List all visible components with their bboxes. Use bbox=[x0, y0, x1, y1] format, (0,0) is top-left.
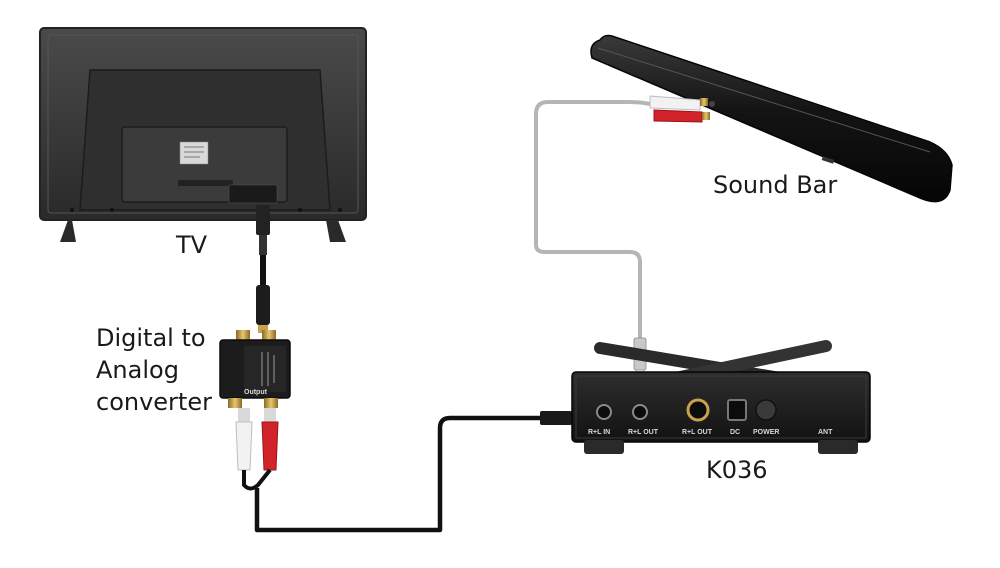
tv-device bbox=[39, 27, 367, 242]
converter-label-line1: Digital to bbox=[96, 324, 206, 352]
tv-io-panel bbox=[121, 126, 288, 203]
receiver-body bbox=[571, 371, 871, 443]
rca-red-plug bbox=[261, 421, 279, 471]
label-ant: ANT bbox=[818, 429, 833, 436]
label-dc: DC bbox=[730, 429, 740, 436]
label-power: POWER bbox=[753, 429, 779, 436]
converter-output-text: Output bbox=[244, 389, 268, 396]
receiver-foot-left bbox=[584, 440, 624, 454]
dc-jack bbox=[727, 399, 747, 421]
sound-bar-device bbox=[590, 34, 953, 203]
label-rl-in: R+L IN bbox=[588, 429, 610, 436]
converter-label-line3: converter bbox=[96, 388, 212, 416]
sound-bar-body bbox=[590, 34, 953, 203]
optical-cable bbox=[256, 205, 270, 333]
rl-out-jack-left bbox=[632, 404, 648, 420]
analog-input-cable bbox=[254, 415, 540, 533]
rca-plugs-soundbar bbox=[649, 95, 710, 123]
analog-output-cable bbox=[534, 100, 651, 340]
tv-optical-port bbox=[228, 184, 278, 204]
dac-converter: Output bbox=[219, 330, 291, 408]
rca-plugs-converter bbox=[235, 408, 279, 491]
receiver-foot-right bbox=[818, 440, 858, 454]
tv-spec-sticker bbox=[179, 141, 209, 165]
sound-bar-label: Sound Bar bbox=[713, 171, 838, 199]
rl-in-jack bbox=[596, 404, 612, 420]
label-rl-out-left: R+L OUT bbox=[628, 429, 659, 436]
rl-out-jack-right bbox=[686, 398, 710, 422]
tv-label: TV bbox=[176, 231, 208, 259]
receiver-label: K036 bbox=[706, 456, 768, 484]
tv-right-foot bbox=[326, 220, 346, 242]
label-rl-out-right: R+L OUT bbox=[682, 429, 713, 436]
receiver-device: R+L IN R+L OUT R+L OUT DC POWER ANT bbox=[571, 340, 871, 454]
soundbar-rca-red bbox=[653, 109, 703, 123]
converter-label-line2: Analog bbox=[96, 356, 179, 384]
rca-white-plug bbox=[235, 421, 253, 471]
power-button bbox=[755, 399, 777, 421]
tv-left-foot bbox=[60, 220, 76, 242]
